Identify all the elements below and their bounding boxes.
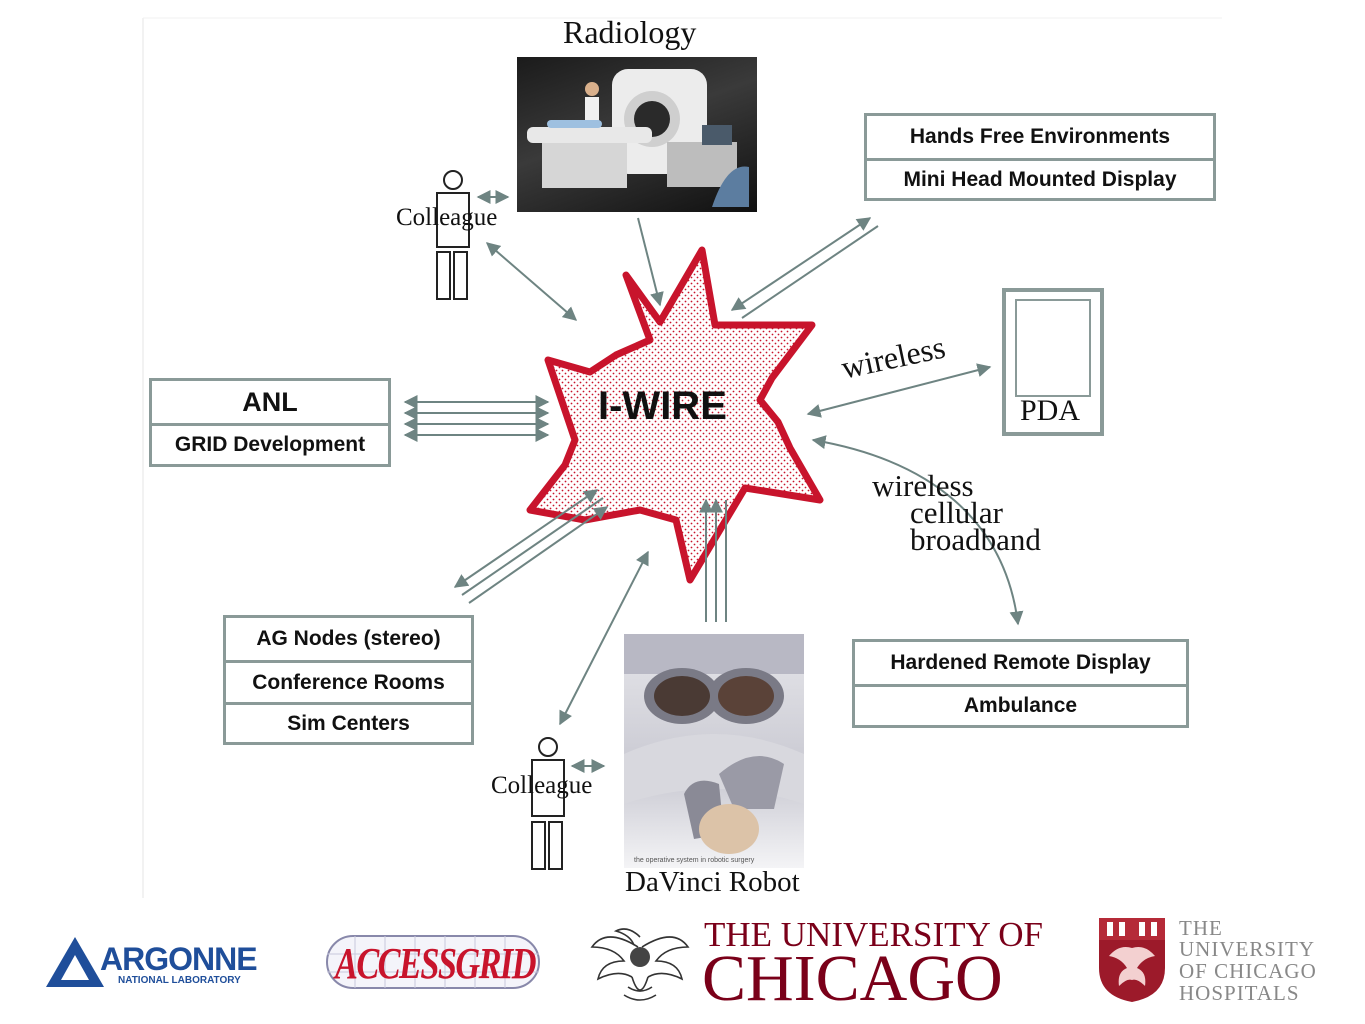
sim-centers-row: Sim Centers: [226, 702, 471, 742]
davinci-robot-image: [624, 634, 804, 868]
argonne-name: ARGONNE: [100, 941, 258, 977]
argonne-triangle-icon: [46, 937, 104, 987]
surgical-console-icon: [624, 634, 804, 854]
robot-caption: DaVinci Robot: [625, 866, 800, 898]
accessgrid-logo: ACCESSGRID: [325, 928, 543, 996]
hospitals-line1: THE: [1179, 916, 1223, 940]
robot-tagline: the operative system in robotic surgery: [634, 857, 755, 864]
colleague-top-label: Colleague: [396, 204, 498, 231]
cellular-label-line2: cellular: [910, 495, 1003, 530]
iwire-label: I-WIRE: [598, 384, 727, 428]
radiology-caption: Radiology: [563, 14, 697, 50]
hands-free-row: Hands Free Environments: [909, 125, 1171, 148]
ct-scanner-icon: [527, 69, 749, 207]
hands-free-box: Hands Free Environments Mini Head Mounte…: [864, 113, 1216, 201]
ambulance-row: Ambulance: [855, 684, 1186, 725]
argonne-subtitle: NATIONAL LABORATORY: [118, 975, 241, 986]
cellular-label-line1: wireless: [872, 468, 974, 503]
anl-title: ANL: [242, 386, 298, 417]
argonne-logo: ARGONNE NATIONAL LABORATORY: [44, 935, 274, 991]
hospitals-line4: HOSPITALS: [1179, 981, 1300, 1005]
conference-rooms-row: Conference Rooms: [226, 660, 471, 702]
hardened-remote-display-row: Hardened Remote Display: [890, 651, 1151, 674]
accessgrid-oval-icon: [326, 935, 540, 989]
hospitals-line3: OF CHICAGO: [1179, 959, 1317, 983]
mini-hmd-row: Mini Head Mounted Display: [867, 158, 1213, 198]
uchicago-hospitals-logo: THE UNIVERSITY OF CHICAGO HOSPITALS: [1097, 916, 1317, 1006]
pda-label: PDA: [1020, 394, 1081, 427]
hospitals-line2: UNIVERSITY: [1179, 937, 1315, 961]
grid-development-row: GRID Development: [152, 423, 388, 464]
cellular-label-line3: broadband: [910, 522, 1041, 557]
connection-lines: [403, 190, 1024, 773]
colleague-top-figure: [436, 170, 470, 300]
accessgrid-name: ACCESSGRID: [335, 939, 537, 988]
phoenix-crest-icon: [590, 928, 690, 1001]
anl-box: ANL GRID Development: [149, 378, 391, 467]
colleague-bottom-label: Colleague: [491, 772, 593, 799]
ag-nodes-box: AG Nodes (stereo) Conference Rooms Sim C…: [223, 615, 474, 745]
hospitals-shield-icon: [1099, 918, 1165, 1002]
pda-device: [1002, 288, 1104, 436]
remote-display-box: Hardened Remote Display Ambulance: [852, 639, 1189, 728]
ag-nodes-row: AG Nodes (stereo): [256, 627, 441, 650]
radiology-scanner-image: [517, 57, 757, 212]
uchicago-line2: CHICAGO: [702, 942, 1003, 1015]
colleague-bottom-figure: [531, 737, 565, 870]
uchicago-line1: THE UNIVERSITY OF: [704, 915, 1043, 954]
uchicago-logo: THE UNIVERSITY OF CHICAGO: [588, 915, 1058, 1015]
